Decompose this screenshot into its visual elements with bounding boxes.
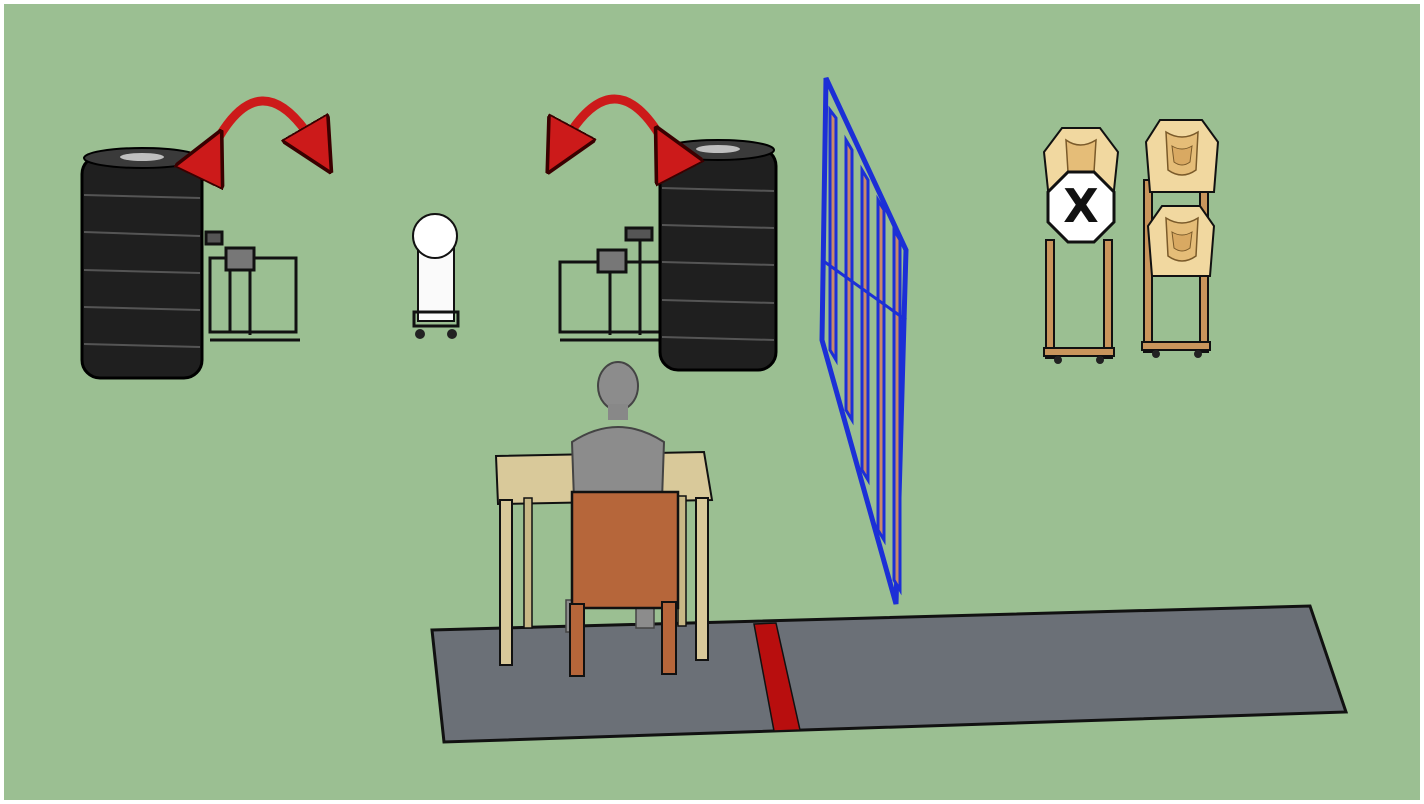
cardboard-target-icon [1146,120,1218,192]
popper-target-icon [413,214,458,339]
no-shoot-mark: X [1063,179,1098,233]
left-tires [82,148,202,378]
cardboard-target-icon [1148,206,1214,276]
right-tires [660,140,776,370]
